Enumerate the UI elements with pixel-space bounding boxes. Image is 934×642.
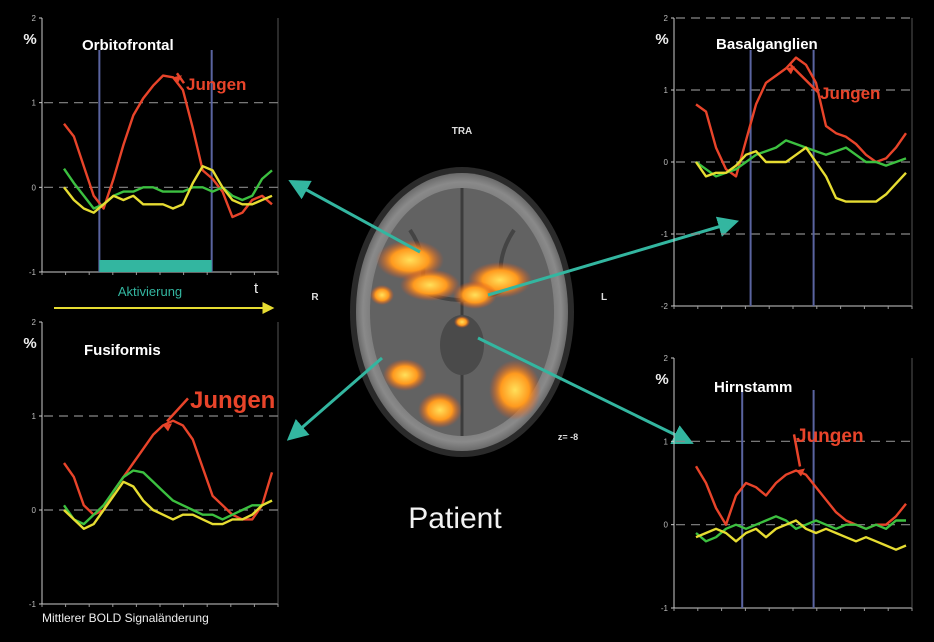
annotation-arrow <box>175 72 186 84</box>
series-annotation: Jungen <box>796 426 864 447</box>
y-tick-label: 1 <box>32 99 37 108</box>
stimulus-label: Aktivierung <box>118 284 182 299</box>
series-annotation: Jungen <box>186 75 246 94</box>
series-annotation: Jungen <box>190 387 275 414</box>
annotation-arrow <box>792 434 802 467</box>
y-tick-label: 2 <box>32 318 37 327</box>
series-line-green <box>695 515 906 543</box>
y-tick-label: 2 <box>664 14 669 23</box>
y-tick-label: -1 <box>29 600 37 609</box>
arrow-hirnstamm <box>477 336 694 445</box>
left-marker: R <box>311 292 319 303</box>
series-line-yellow <box>63 480 273 530</box>
series-line-red <box>695 56 907 178</box>
annotation-arrowhead <box>172 75 182 84</box>
chart-title: Basalganglien <box>716 36 818 53</box>
chart-title: Fusiformis <box>84 342 161 359</box>
y-axis-label: % <box>23 335 36 352</box>
y-tick-label: -2 <box>661 302 669 311</box>
y-axis-label: % <box>23 31 36 48</box>
arrow-orbitofrontal <box>288 179 421 254</box>
y-axis-label: % <box>655 371 668 388</box>
y-tick-label: 0 <box>32 183 37 192</box>
y-tick-label: 0 <box>664 158 669 167</box>
y-tick-label: 0 <box>32 506 37 515</box>
y-axis-label: % <box>655 31 668 48</box>
series-line-red <box>63 419 274 521</box>
footer-caption: Mittlerer BOLD Signaländerung <box>42 611 209 625</box>
y-tick-label: 2 <box>32 14 37 23</box>
series-line-yellow <box>63 165 273 214</box>
chart-title: Orbitofrontal <box>82 37 174 54</box>
series-line-green <box>63 469 273 526</box>
stimulus-bar <box>99 260 212 272</box>
right-marker: L <box>601 292 607 303</box>
brain-mri-slice <box>350 167 574 457</box>
series-line-yellow <box>695 146 907 203</box>
annotation-arrowhead <box>796 468 805 477</box>
slice-label: TRA <box>452 126 473 137</box>
slice-coordinate: z= -8 <box>558 432 578 442</box>
y-tick-label: -1 <box>661 230 669 239</box>
series-line-green <box>63 168 273 210</box>
y-tick-label: 0 <box>664 521 669 530</box>
y-tick-label: 2 <box>664 354 669 363</box>
y-tick-label: 1 <box>664 86 669 95</box>
y-tick-label: 1 <box>664 437 669 446</box>
center-label: Patient <box>408 502 502 535</box>
series-annotation: Jungen <box>820 84 880 103</box>
annotation-arrowhead <box>786 66 795 75</box>
series-line-yellow <box>695 519 907 551</box>
annotation-arrowhead <box>163 423 173 432</box>
y-tick-label: -1 <box>661 604 669 613</box>
series-line-red <box>63 74 273 219</box>
arrow-fusiformis <box>286 356 383 441</box>
y-tick-label: 1 <box>32 412 37 421</box>
annotation-arrow <box>166 397 189 423</box>
time-label: t <box>254 280 259 297</box>
chart-title: Hirnstamm <box>714 379 792 396</box>
annotation-arrow <box>789 63 819 94</box>
y-tick-label: -1 <box>29 268 37 277</box>
series-line-green <box>695 139 907 178</box>
